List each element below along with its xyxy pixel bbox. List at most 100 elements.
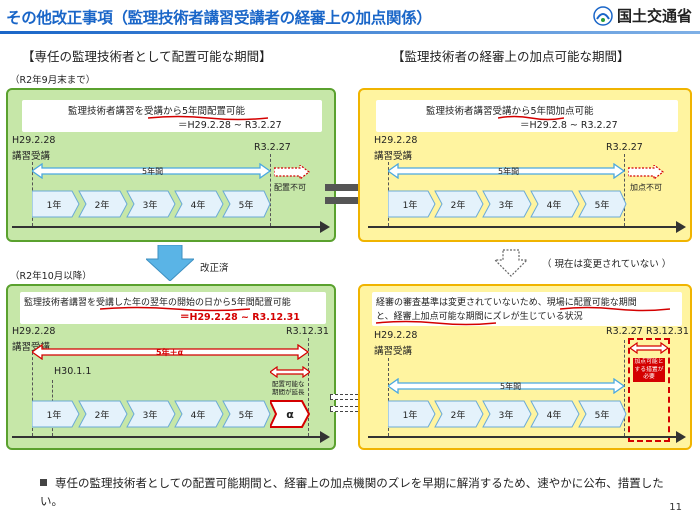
- left-heading: 【専任の監理技術者として配置可能な期間】: [22, 49, 272, 64]
- panel-tl-line1: 監理技術者講習を受講から5年間配置可能: [68, 106, 246, 117]
- unchanged-note: （ 現在は変更されていない ）: [542, 259, 672, 270]
- panel-top-right: 監理技術者講習受講から5年間加点可能 ＝H29.2.8 ~ R3.2.27 H2…: [358, 88, 692, 242]
- start-date: H29.2.28: [374, 135, 418, 146]
- panel-tr-line1: 監理技術者講習受講から5年間加点可能: [426, 106, 594, 117]
- page-title: その他改正事項（監理技術者講習受講者の経審上の加点関係）: [6, 9, 432, 27]
- end-date: R3.2.27: [254, 142, 291, 153]
- start-date: H29.2.28: [12, 326, 56, 337]
- revision-label: 改正済: [200, 263, 229, 274]
- year-2: 2年: [450, 410, 466, 421]
- logo-text: 国土交通省: [616, 7, 692, 25]
- equals-bar-bottom: [325, 197, 369, 204]
- end-date-1: R3.2.27: [606, 326, 643, 337]
- span-label: 5年間: [500, 382, 522, 391]
- panel-br-line2: と、経審上加点可能な期間にズレが生じている状況: [376, 312, 583, 322]
- out-arrow: [628, 165, 664, 179]
- title-rule: [0, 31, 700, 34]
- axis-arrowhead: [676, 431, 686, 443]
- panel-bl-textbox: [20, 292, 326, 324]
- equals-bar-top: [325, 184, 369, 191]
- ministry-logo: 国土交通省: [593, 5, 692, 26]
- span-label: 5年間: [142, 167, 164, 176]
- year-5: 5年: [594, 200, 610, 211]
- span-label: 5年＋α: [156, 348, 184, 357]
- panel-bl-line2: ＝H29.2.28 ~ R3.12.31: [180, 312, 300, 323]
- span-arrow: [32, 163, 272, 179]
- bullet-icon: [40, 479, 47, 486]
- left-top-note: （R2年9月末まで）: [10, 75, 96, 86]
- timeline-axis: [368, 436, 680, 438]
- end-date-2: R3.12.31: [646, 326, 689, 337]
- year-1: 1年: [46, 410, 62, 421]
- dashed-down-arrow-icon: [494, 249, 528, 277]
- panel-tr-line2: ＝H29.2.8 ~ R3.2.27: [520, 120, 618, 131]
- underline-mark: [148, 115, 268, 121]
- gap-highlight-box: [628, 338, 670, 442]
- year-4: 4年: [190, 410, 206, 421]
- extension-label: 配置可能な期間が延長: [272, 380, 305, 396]
- start-label: 講習受講: [374, 346, 413, 357]
- axis-arrowhead: [676, 221, 686, 233]
- year-3: 3年: [498, 410, 514, 421]
- year-5: 5年: [238, 200, 254, 211]
- start-date: H29.2.28: [12, 135, 56, 146]
- end-date: R3.2.27: [606, 142, 643, 153]
- span-arrow: [32, 344, 310, 360]
- year-chevrons: [32, 190, 271, 218]
- year-1: 1年: [402, 410, 418, 421]
- underline-mark: [560, 306, 670, 312]
- timeline-axis: [12, 226, 324, 228]
- axis-arrowhead: [320, 431, 330, 443]
- panel-bottom-right: 経審の審査基準は変更されていないため、現場に配置可能な期間 と、経審上加点可能な…: [358, 284, 692, 450]
- start-label: 講習受講: [12, 342, 51, 353]
- span-arrow: [388, 163, 626, 179]
- panel-tr-textbox: [376, 100, 678, 132]
- panel-tl-line2: ＝H29.2.28 ~ R3.2.27: [178, 120, 282, 131]
- end-dash: [624, 154, 625, 226]
- year-chevrons: [32, 400, 271, 428]
- panel-top-left: 監理技術者講習を受講から5年間配置可能 ＝H29.2.28 ~ R3.2.27 …: [6, 88, 336, 242]
- start-date: H29.2.28: [374, 330, 418, 341]
- end-dash: [624, 340, 625, 436]
- start-label: 講習受講: [374, 151, 413, 162]
- year-2: 2年: [94, 410, 110, 421]
- axis-arrowhead: [320, 221, 330, 233]
- alpha-chevron: [270, 400, 310, 428]
- panel-br-line1: 経審の審査基準は変更されていないため、現場に配置可能な期間: [376, 298, 637, 308]
- year-4: 4年: [190, 200, 206, 211]
- end-dash: [308, 338, 309, 436]
- down-arrow-icon: [146, 245, 194, 281]
- year-2: 2年: [450, 200, 466, 211]
- out-arrow: [274, 165, 310, 179]
- mid-date: H30.1.1: [54, 366, 92, 377]
- alpha-label: α: [286, 407, 294, 421]
- underline-mark: [376, 320, 496, 326]
- ministry-emblem-icon: [593, 5, 613, 26]
- span-label: 5年間: [498, 167, 520, 176]
- timeline-axis: [368, 226, 680, 228]
- right-heading: 【監理技術者の経審上の加点可能な期間】: [392, 49, 630, 64]
- gap-arrow: [630, 342, 668, 354]
- year-5: 5年: [594, 410, 610, 421]
- out-label: 加点不可: [630, 183, 662, 192]
- underline-mark: [100, 306, 250, 312]
- year-3: 3年: [142, 410, 158, 421]
- footer-note: 専任の監理技術者としての配置可能期間と、経審上の加点機関のズレを早期に解消するた…: [40, 474, 670, 510]
- page-number: 11: [669, 502, 682, 513]
- year-5: 5年: [238, 410, 254, 421]
- end-dash: [270, 154, 271, 226]
- span-arrow: [388, 378, 626, 394]
- panel-br-textbox: [372, 292, 682, 326]
- year-3: 3年: [498, 200, 514, 211]
- extension-arrow: [270, 366, 310, 378]
- timeline-axis: [12, 436, 324, 438]
- year-1: 1年: [402, 200, 418, 211]
- end-date: R3.12.31: [286, 326, 329, 337]
- panel-bl-line1: 監理技術者講習を受講した年の翌年の開始の日から5年間配置可能: [24, 298, 291, 308]
- year-chevrons: [388, 400, 627, 428]
- panel-bottom-left: 監理技術者講習を受講した年の翌年の開始の日から5年間配置可能 ＝H29.2.28…: [6, 284, 336, 450]
- gap-label: 加点可能とする措置が必要: [633, 358, 665, 382]
- year-2: 2年: [94, 200, 110, 211]
- year-4: 4年: [546, 200, 562, 211]
- year-4: 4年: [546, 410, 562, 421]
